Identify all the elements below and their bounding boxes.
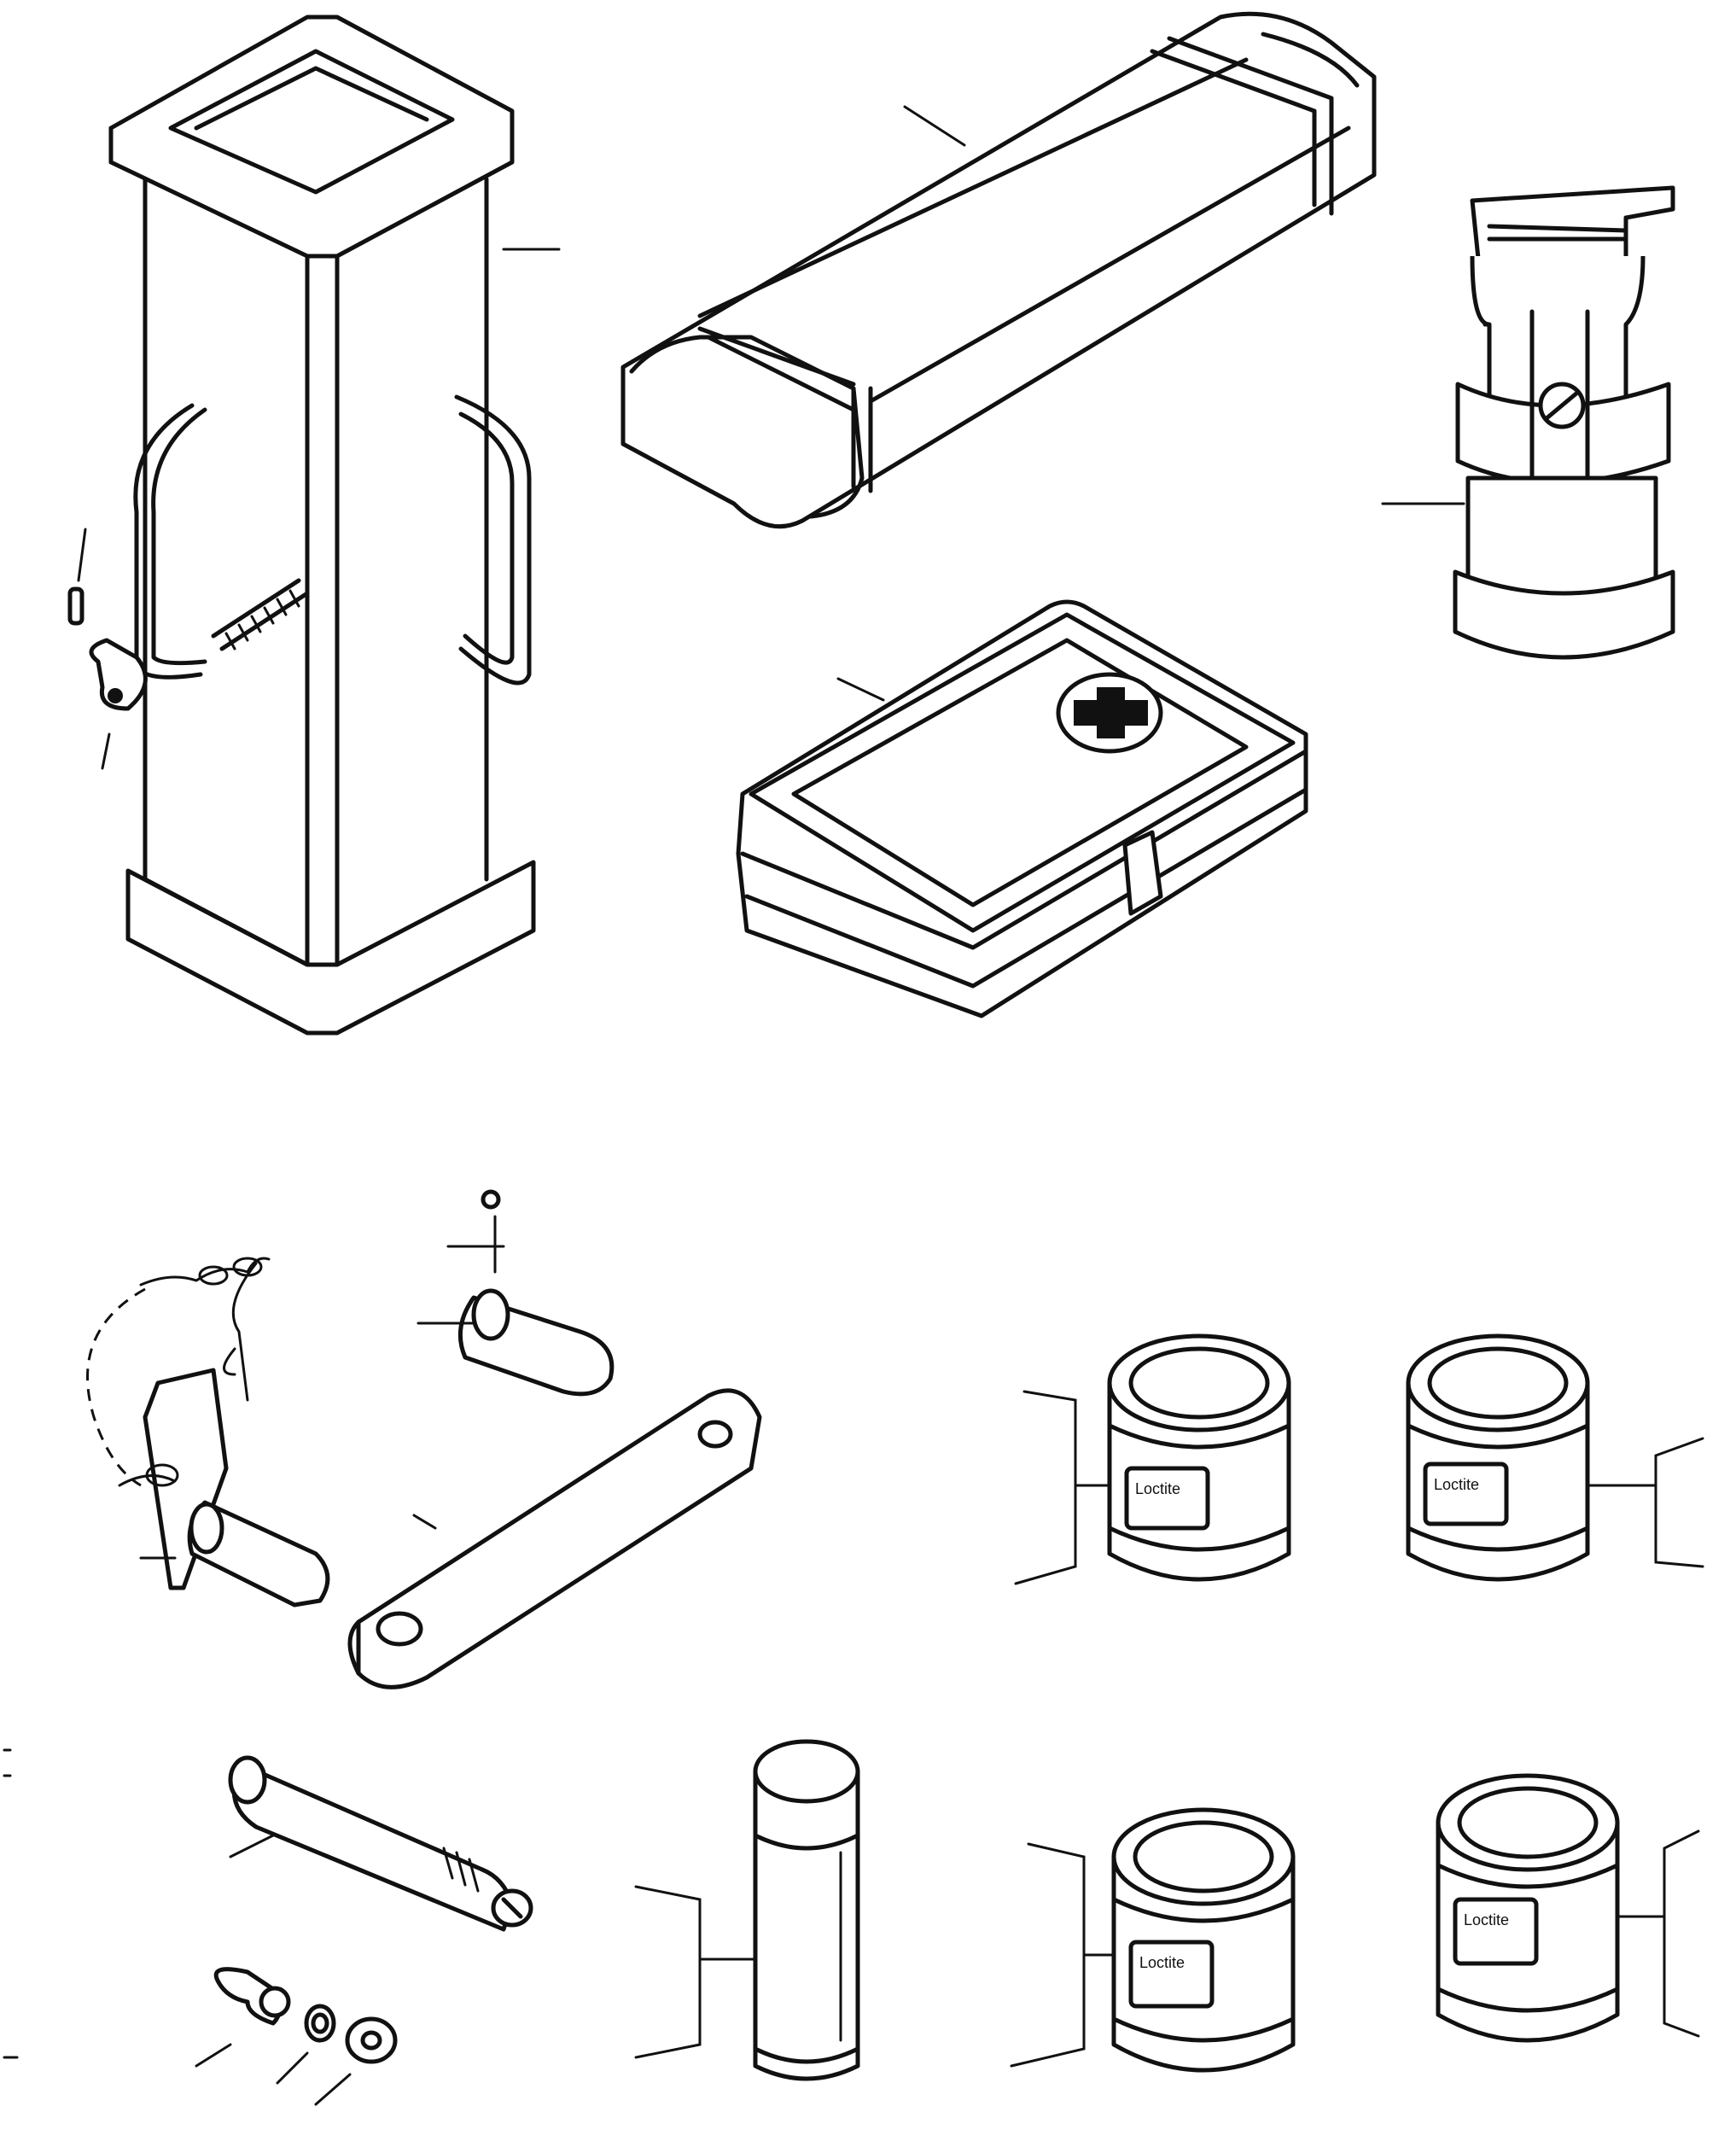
shaft-with-nut bbox=[3, 1755, 533, 2106]
tube-case bbox=[620, 11, 1377, 529]
can-label-4: Loctite bbox=[1464, 1911, 1509, 1928]
can-label-1: Loctite bbox=[1135, 1480, 1180, 1497]
grease-tin-2: Loctite bbox=[1406, 1333, 1704, 1582]
grease-tin-3: Loctite bbox=[1010, 1807, 1296, 2073]
scan-mark bbox=[3, 1748, 12, 1777]
tow-bar-set bbox=[86, 1189, 762, 1689]
reflector-lamp bbox=[1381, 185, 1675, 660]
can-label-3: Loctite bbox=[1139, 1954, 1185, 1971]
grease-tin-4: Loctite bbox=[1436, 1773, 1700, 2043]
first-aid-kit bbox=[736, 599, 1308, 1018]
spray-can bbox=[634, 1739, 860, 2081]
storage-box bbox=[67, 15, 561, 1036]
grease-tin-1: Loctite bbox=[1014, 1333, 1291, 1585]
can-label-2: Loctite bbox=[1434, 1476, 1479, 1493]
